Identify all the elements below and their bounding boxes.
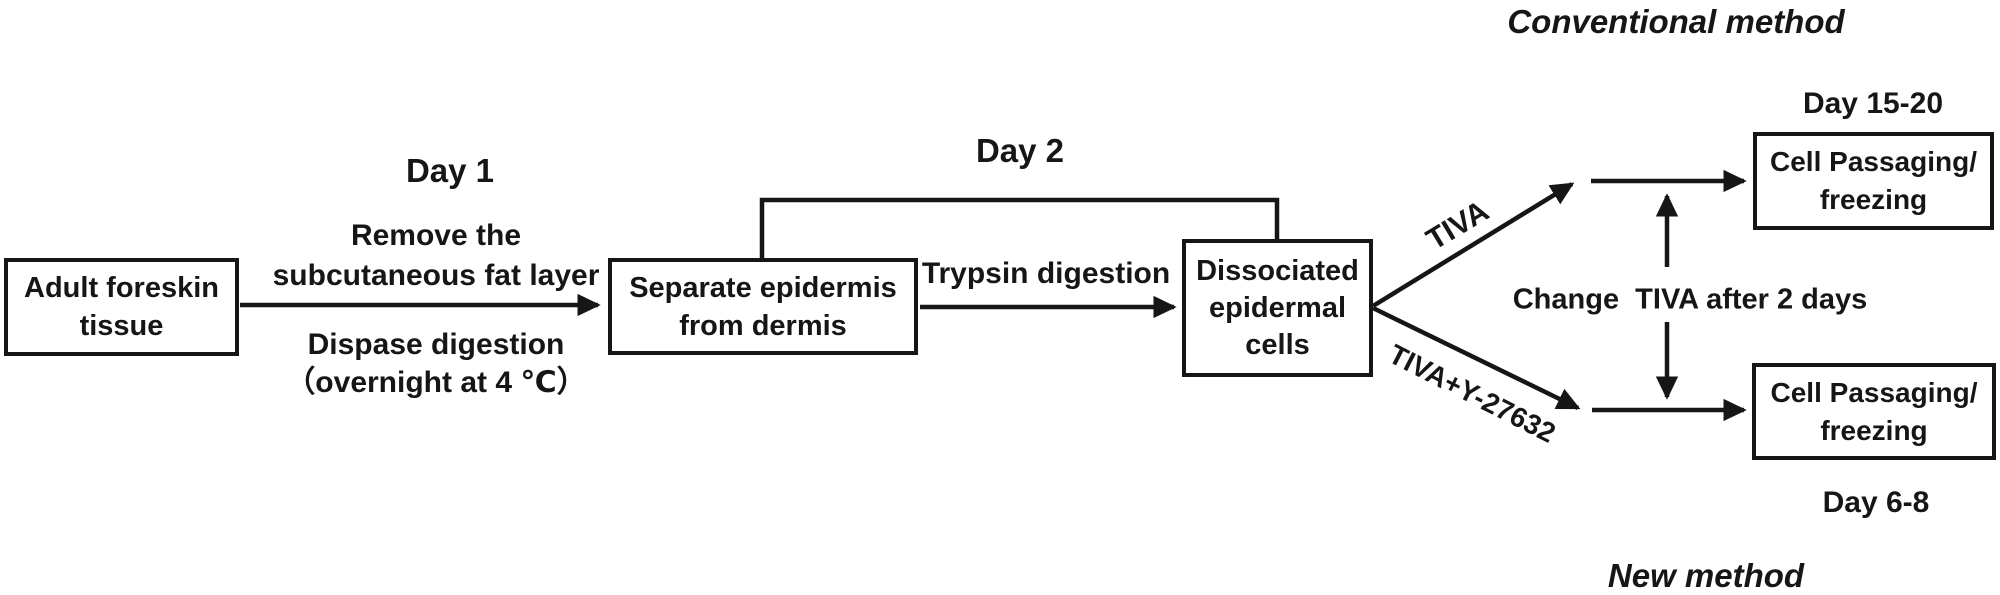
node-text-line: Cell Passaging/ (1770, 146, 1977, 177)
label-text-line: subcutaneous fat layer (272, 259, 600, 292)
label-day-2: Day 2 (975, 132, 1065, 169)
title-conventional-method: Conventional method (1507, 3, 1845, 40)
label-remove-fat: Remove the subcutaneous fat layer (273, 216, 600, 296)
node-cell-passaging-top: Cell Passaging/ freezing (1753, 132, 1994, 230)
node-text-line: cells (1245, 328, 1310, 361)
node-adult-foreskin-tissue: Adult foreskin tissue (4, 258, 239, 356)
bracket-day2 (759, 197, 1280, 260)
label-text-line: Remove the (350, 219, 522, 252)
node-text-line: freezing (1819, 184, 1928, 215)
label-change-tiva: Change TIVA after 2 days (1512, 283, 1868, 316)
node-dissociated-epidermal-cells: Dissociated epidermal cells (1182, 239, 1373, 377)
label-text-line: Dispase digestion (307, 328, 565, 361)
title-new-method: New method (1607, 557, 1805, 594)
node-text-line: epidermal (1209, 291, 1346, 324)
label-day-15-20: Day 15-20 (1802, 87, 1944, 120)
label-day-6-8: Day 6-8 (1822, 486, 1930, 519)
label-dispase-digestion: Dispase digestion （overnight at 4 ℃） (285, 326, 586, 402)
node-text-line: Dissociated (1196, 254, 1359, 287)
node-text-line: Separate epidermis (629, 271, 897, 304)
node-text-line: tissue (79, 310, 164, 342)
arrow-branch-tiva (1371, 182, 1575, 308)
label-trypsin-digestion: Trypsin digestion (921, 257, 1171, 290)
label-day-1: Day 1 (405, 152, 495, 189)
node-text-line: Cell Passaging/ (1770, 376, 1978, 408)
node-cell-passaging-bottom: Cell Passaging/ freezing (1752, 363, 1996, 460)
node-text-line: from dermis (679, 309, 847, 342)
label-text-line: （overnight at 4 ℃） (285, 366, 587, 399)
arrow-branch-tiva-y27632 (1372, 305, 1581, 411)
node-separate-epidermis: Separate epidermis from dermis (608, 258, 918, 355)
node-text-line: Adult foreskin (24, 272, 219, 304)
node-text-line: freezing (1820, 414, 1928, 446)
